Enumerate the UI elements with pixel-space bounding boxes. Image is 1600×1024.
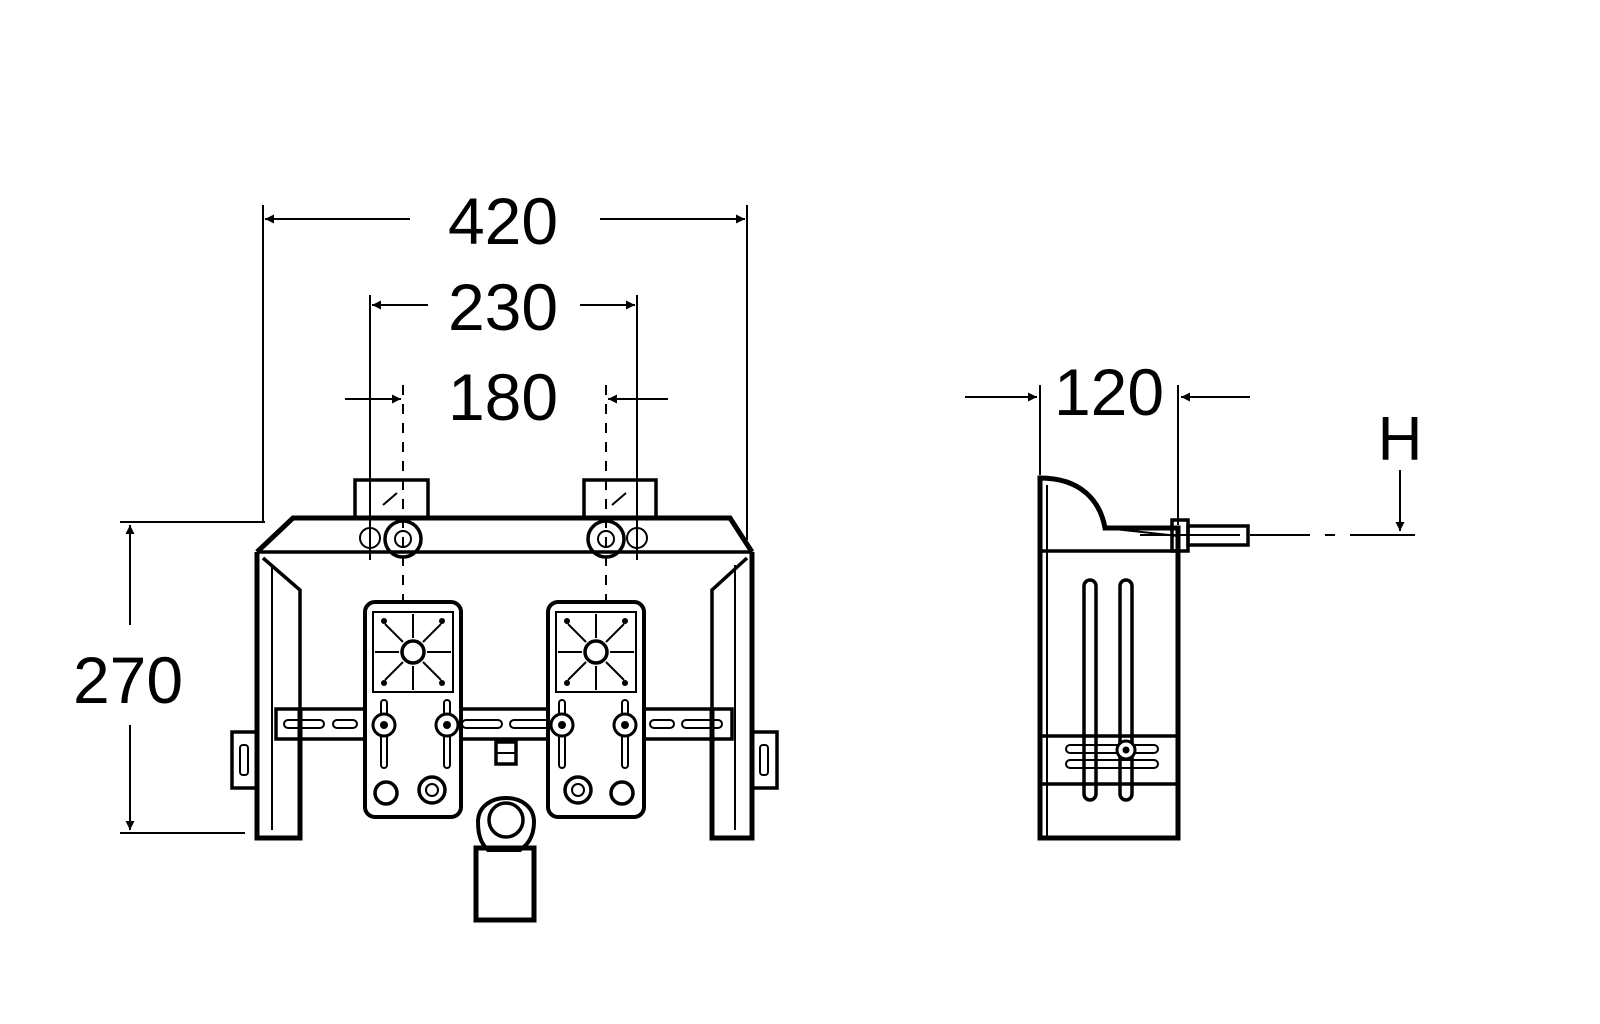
mounting-plate-right bbox=[546, 600, 646, 819]
h-label: H bbox=[1378, 405, 1423, 474]
tab-slot-left bbox=[382, 492, 398, 506]
side-band-bolt-core bbox=[1122, 746, 1130, 754]
rail-slot bbox=[283, 719, 325, 729]
plate-left-bolt-b-core bbox=[443, 721, 451, 729]
plate-left-hole-a bbox=[373, 780, 399, 806]
plate-right-hole-a-core bbox=[571, 783, 585, 797]
dimension-h: H bbox=[1250, 405, 1423, 536]
foot-left bbox=[230, 730, 257, 790]
dimension-120-label: 120 bbox=[1054, 355, 1164, 429]
side-slot-a bbox=[1082, 578, 1098, 802]
plate-left-center-hole bbox=[400, 639, 426, 665]
top-plate-inner-right bbox=[710, 556, 749, 710]
dimension-270: 270 bbox=[73, 521, 265, 834]
side-band-slot-b bbox=[1065, 759, 1159, 769]
drain-connector bbox=[473, 740, 537, 923]
plate-right-hole-a bbox=[563, 775, 593, 805]
valve-left-main bbox=[383, 519, 423, 559]
plate-right-bolt-b-core bbox=[621, 721, 629, 729]
plate-left-pin bbox=[439, 618, 445, 624]
tab-slot-right bbox=[611, 492, 627, 506]
plate-right-bolt-a-core bbox=[558, 721, 566, 729]
plate-right-spokes bbox=[558, 614, 634, 690]
plate-left-hole-b bbox=[417, 775, 447, 805]
plate-right-body bbox=[546, 600, 646, 819]
top-tab-right bbox=[582, 478, 658, 518]
dimension-270-label: 270 bbox=[73, 643, 183, 717]
rail-slot bbox=[649, 719, 675, 729]
dimension-230-label: 230 bbox=[448, 270, 558, 344]
left-leg bbox=[254, 552, 303, 841]
top-plate-outline bbox=[255, 515, 755, 554]
plate-right-grid bbox=[555, 611, 637, 693]
plate-left-spokes bbox=[375, 614, 451, 690]
rail-slots bbox=[283, 719, 723, 729]
plate-right-pin bbox=[622, 618, 628, 624]
plate-left-pin bbox=[381, 618, 387, 624]
drain-pipe bbox=[473, 845, 537, 923]
dimension-180: 180 bbox=[345, 360, 668, 434]
plate-right-hole-b bbox=[609, 780, 635, 806]
top-plate-inner-left bbox=[261, 556, 302, 710]
plate-right-pin bbox=[564, 680, 570, 686]
drain-body bbox=[475, 796, 537, 852]
dimension-230: 230 bbox=[372, 270, 635, 344]
dimension-180-label: 180 bbox=[448, 360, 558, 434]
side-body-outline bbox=[1037, 475, 1181, 841]
plate-left-body bbox=[363, 600, 463, 819]
foot-right bbox=[752, 730, 779, 790]
side-slot-b bbox=[1118, 578, 1134, 802]
mounting-plate-left bbox=[363, 600, 463, 819]
dimension-420: 420 bbox=[265, 184, 745, 258]
top-tab-left bbox=[353, 478, 430, 518]
valve-left-main-core bbox=[394, 530, 412, 548]
dimension-420-label: 420 bbox=[448, 184, 558, 258]
rail-slot bbox=[681, 719, 723, 729]
drain-opening bbox=[487, 801, 525, 839]
plate-left-grid bbox=[372, 611, 454, 693]
plate-right-pin bbox=[622, 680, 628, 686]
rail-slot bbox=[332, 719, 358, 729]
dimension-120: 120 bbox=[965, 355, 1250, 525]
rail-slot bbox=[509, 719, 551, 729]
plate-right-center-hole bbox=[583, 639, 609, 665]
plate-left-bolt-a-core bbox=[380, 721, 388, 729]
plate-left-pin bbox=[439, 680, 445, 686]
plate-right-pin bbox=[564, 618, 570, 624]
side-band bbox=[1038, 734, 1180, 786]
right-leg bbox=[709, 552, 755, 841]
foot-left-slot bbox=[239, 744, 249, 776]
plate-left-hole-b-core bbox=[425, 783, 439, 797]
plate-left-pin bbox=[381, 680, 387, 686]
side-band-slot-a bbox=[1065, 744, 1159, 754]
front-view: 420 230 180 270 bbox=[73, 184, 779, 923]
horizontal-rail bbox=[274, 707, 734, 741]
rail-slot bbox=[461, 719, 503, 729]
valve-right-main-core bbox=[597, 530, 615, 548]
valve-right-main bbox=[586, 519, 626, 559]
foot-right-slot bbox=[759, 744, 769, 776]
side-view: 120 H bbox=[965, 355, 1423, 841]
